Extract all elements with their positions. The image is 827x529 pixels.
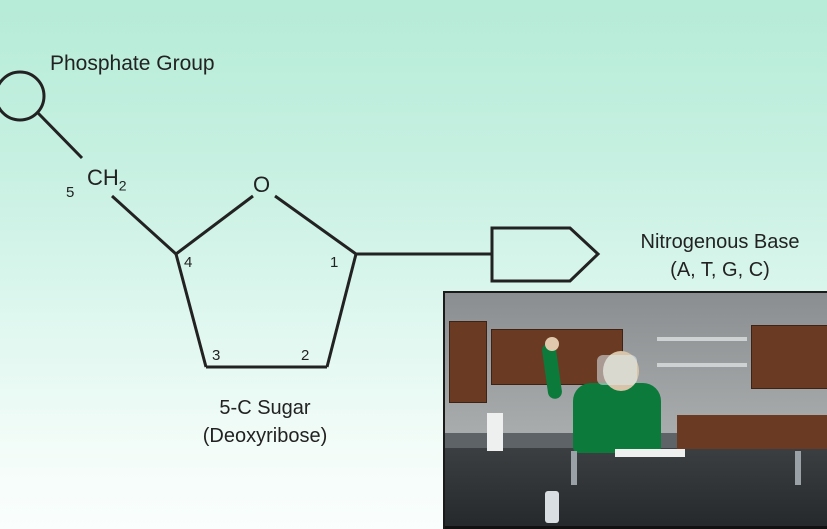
- carbon2-number: 2: [301, 347, 310, 364]
- phosphate-group-label: Phosphate Group: [50, 52, 215, 75]
- video-bottom-bar: [445, 526, 827, 529]
- video-bottle: [545, 491, 559, 523]
- ch2-subscript: 2: [118, 177, 127, 194]
- video-cabinet-right: [751, 325, 827, 389]
- ch2-main: CH: [87, 165, 119, 190]
- video-person-body: [573, 383, 661, 453]
- phosphate-bond: [36, 111, 84, 160]
- carbon5-number: 5: [66, 184, 75, 201]
- video-faucet-left: [571, 451, 577, 485]
- oxygen-label: O: [253, 172, 271, 197]
- nitrogenous-base-pentagon: [490, 226, 601, 283]
- video-shelf: [657, 337, 747, 341]
- video-papers-desk: [615, 449, 685, 457]
- c3-c4-bond: [174, 253, 208, 368]
- carbon3-number: 3: [212, 347, 221, 364]
- sugar-label: 5-C Sugar (Deoxyribose): [180, 394, 350, 450]
- video-faucet-right: [795, 451, 801, 485]
- nitrogenous-base-label: Nitrogenous Base (A, T, G, C): [620, 228, 820, 284]
- video-inset[interactable]: [443, 291, 827, 529]
- c5-c4-bond: [110, 194, 178, 256]
- carbon4-number: 4: [184, 254, 193, 271]
- carbon1-number: 1: [330, 254, 339, 271]
- nitrogenous-base-title: Nitrogenous Base: [640, 231, 800, 253]
- nitrogenous-base-options: (A, T, G, C): [670, 259, 770, 281]
- video-face-shield: [597, 355, 637, 385]
- oxygen-c1-bond: [274, 194, 357, 256]
- phosphate-group-circle: [0, 70, 46, 122]
- video-paper-towel: [487, 413, 503, 451]
- ch2-label: CH2: [87, 165, 127, 193]
- video-lower-cabinet: [677, 415, 827, 449]
- c4-oxygen-bond: [175, 194, 254, 256]
- video-hand: [545, 337, 559, 351]
- sugar-title: 5-C Sugar: [219, 397, 311, 419]
- sugar-subtitle: (Deoxyribose): [202, 425, 328, 447]
- c1-c2-bond: [325, 253, 358, 368]
- video-counter: [445, 448, 827, 529]
- video-cabinet-left: [449, 321, 487, 403]
- video-shelf-2: [657, 363, 747, 367]
